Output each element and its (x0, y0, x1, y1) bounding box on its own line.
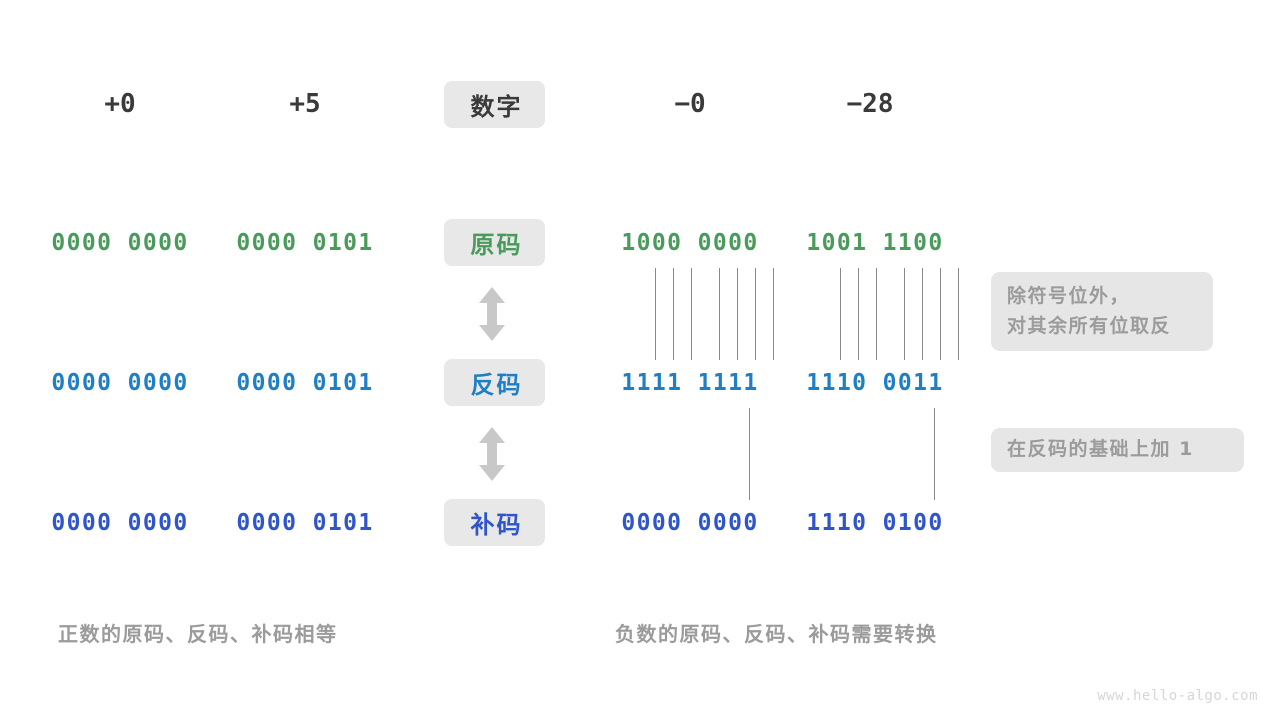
bits-sign-magnitude-plus-zero: 0000 0000 (51, 230, 189, 256)
bits-sign-magnitude-plus-five: 0000 0101 (236, 230, 374, 256)
bits-ones-complement-plus-zero: 0000 0000 (51, 370, 189, 396)
note-add-one-line-1: 在反码的基础上加 1 (1007, 438, 1194, 461)
connector-line-minus-28-bit0 (958, 268, 959, 360)
connector-line-minus-28-bit4 (876, 268, 877, 360)
header-number-plus-zero: +0 (104, 89, 136, 119)
site-watermark: www.hello-algo.com (1097, 688, 1258, 704)
note-add-one: 在反码的基础上加 1 (991, 428, 1244, 472)
note-invert-line-1: 除符号位外， (1007, 285, 1131, 308)
bits-twos-complement-plus-five: 0000 0101 (236, 510, 374, 536)
arrow-sign-magnitude-to-ones-complement (475, 286, 509, 342)
connector-line-minus-28-bit5 (858, 268, 859, 360)
connector-line-minus-zero-bit5 (673, 268, 674, 360)
connector-line-minus-zero-bit1 (755, 268, 756, 360)
connector-line-minus-zero-bit2 (737, 268, 738, 360)
connector-line-minus-zero-bit6 (655, 268, 656, 360)
bits-twos-complement-minus-twentyeight: 1110 0100 (806, 510, 944, 536)
connector-line-minus-zero-bit0 (773, 268, 774, 360)
caption-positive: 正数的原码、反码、补码相等 (58, 622, 338, 646)
carry-line-minus-28 (934, 408, 935, 500)
bits-twos-complement-plus-zero: 0000 0000 (51, 510, 189, 536)
carry-line-minus-zero (749, 408, 750, 500)
arrow-ones-complement-to-twos-complement (475, 426, 509, 482)
note-invert-non-sign-bits: 除符号位外， 对其余所有位取反 (991, 272, 1213, 351)
row-pill-twos-complement: 补码 (444, 499, 545, 546)
note-invert-line-2: 对其余所有位取反 (1007, 314, 1172, 337)
row-pill-ones-complement: 反码 (444, 359, 545, 406)
bits-sign-magnitude-minus-twentyeight: 1001 1100 (806, 230, 944, 256)
connector-line-minus-zero-bit4 (691, 268, 692, 360)
header-number-minus-zero: −0 (674, 89, 706, 119)
bits-twos-complement-minus-zero: 0000 0000 (621, 510, 759, 536)
caption-negative: 负数的原码、反码、补码需要转换 (615, 622, 938, 646)
bits-ones-complement-minus-twentyeight: 1110 0011 (806, 370, 944, 396)
header-number-minus-twentyeight: −28 (846, 89, 894, 119)
connector-line-minus-28-bit3 (904, 268, 905, 360)
connector-line-minus-28-bit6 (840, 268, 841, 360)
header-number-plus-five: +5 (289, 89, 321, 119)
connector-line-minus-28-bit2 (922, 268, 923, 360)
bits-ones-complement-plus-five: 0000 0101 (236, 370, 374, 396)
row-pill-sign-magnitude: 原码 (444, 219, 545, 266)
connector-line-minus-28-bit1 (940, 268, 941, 360)
bits-sign-magnitude-minus-zero: 1000 0000 (621, 230, 759, 256)
connector-line-minus-zero-bit3 (719, 268, 720, 360)
header-pill-number: 数字 (444, 81, 545, 128)
bits-ones-complement-minus-zero: 1111 1111 (621, 370, 759, 396)
